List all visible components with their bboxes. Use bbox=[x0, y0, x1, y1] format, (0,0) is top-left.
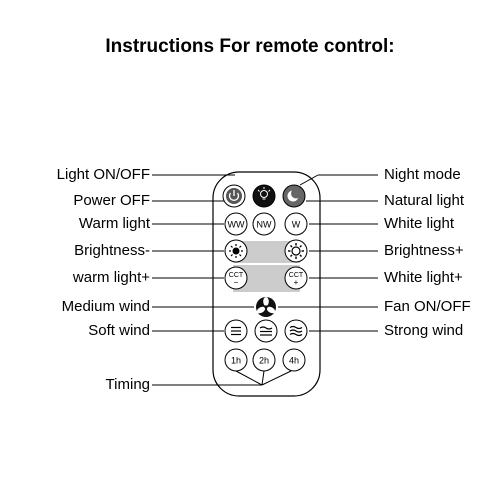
label-fan-on-off: Fan ON/OFF bbox=[384, 298, 471, 315]
brightness-minus-button[interactable] bbox=[224, 239, 248, 263]
cct-plus-label: CCT bbox=[289, 272, 304, 279]
label-warm-light-plus: warm light+ bbox=[72, 269, 150, 286]
ww-label: WW bbox=[228, 220, 245, 230]
cct-minus-label: CCT bbox=[229, 272, 244, 279]
leader-lines-left bbox=[152, 174, 292, 386]
brightness-plus-button[interactable] bbox=[284, 239, 308, 263]
label-strong-wind: Strong wind bbox=[384, 322, 464, 339]
timer-1h-button[interactable]: 1h bbox=[224, 348, 248, 372]
w-label: W bbox=[292, 220, 301, 230]
power-button[interactable] bbox=[222, 184, 246, 208]
label-night-mode: Night mode bbox=[384, 166, 461, 183]
timer-2h-button[interactable]: 2h bbox=[252, 348, 276, 372]
ww-button[interactable]: WW bbox=[224, 212, 248, 236]
light-on-off-button[interactable] bbox=[252, 184, 276, 208]
nw-button[interactable]: NW bbox=[252, 212, 276, 236]
medium-wind-button[interactable] bbox=[254, 319, 278, 343]
label-brightness-minus: Brightness- bbox=[74, 242, 150, 259]
soft-wind-button[interactable] bbox=[224, 319, 248, 343]
timer-4h-button[interactable]: 4h bbox=[282, 348, 306, 372]
cct-minus-sign: − bbox=[234, 278, 239, 287]
label-white-light: White light bbox=[384, 215, 455, 232]
label-white-light-plus: White light+ bbox=[384, 269, 463, 286]
label-medium-wind: Medium wind bbox=[61, 298, 150, 315]
label-power-off: Power OFF bbox=[73, 192, 150, 209]
timer-1h-label: 1h bbox=[231, 356, 241, 366]
label-timing: Timing bbox=[105, 376, 150, 393]
label-light-on-off: Light ON/OFF bbox=[56, 166, 150, 183]
fan-icon bbox=[256, 297, 276, 314]
cct-minus-button[interactable]: CCT − bbox=[224, 266, 248, 290]
label-brightness-plus: Brightness+ bbox=[384, 242, 464, 259]
label-warm-light: Warm light bbox=[78, 215, 150, 232]
night-mode-button[interactable] bbox=[282, 184, 306, 208]
strong-wind-button[interactable] bbox=[284, 319, 308, 343]
label-soft-wind: Soft wind bbox=[88, 322, 150, 339]
cct-plus-button[interactable]: CCT + bbox=[284, 266, 308, 290]
timer-4h-label: 4h bbox=[289, 356, 299, 366]
brightness-bar bbox=[233, 241, 300, 263]
timer-2h-label: 2h bbox=[259, 356, 269, 366]
fan-on-off-button[interactable] bbox=[254, 295, 278, 319]
cct-plus-sign: + bbox=[294, 278, 299, 287]
label-natural-light: Natural light bbox=[384, 192, 465, 209]
nw-label: NW bbox=[257, 220, 272, 230]
page-title: Instructions For remote control: bbox=[105, 36, 395, 57]
w-button[interactable]: W bbox=[284, 212, 308, 236]
leader-lines-right bbox=[278, 174, 378, 332]
